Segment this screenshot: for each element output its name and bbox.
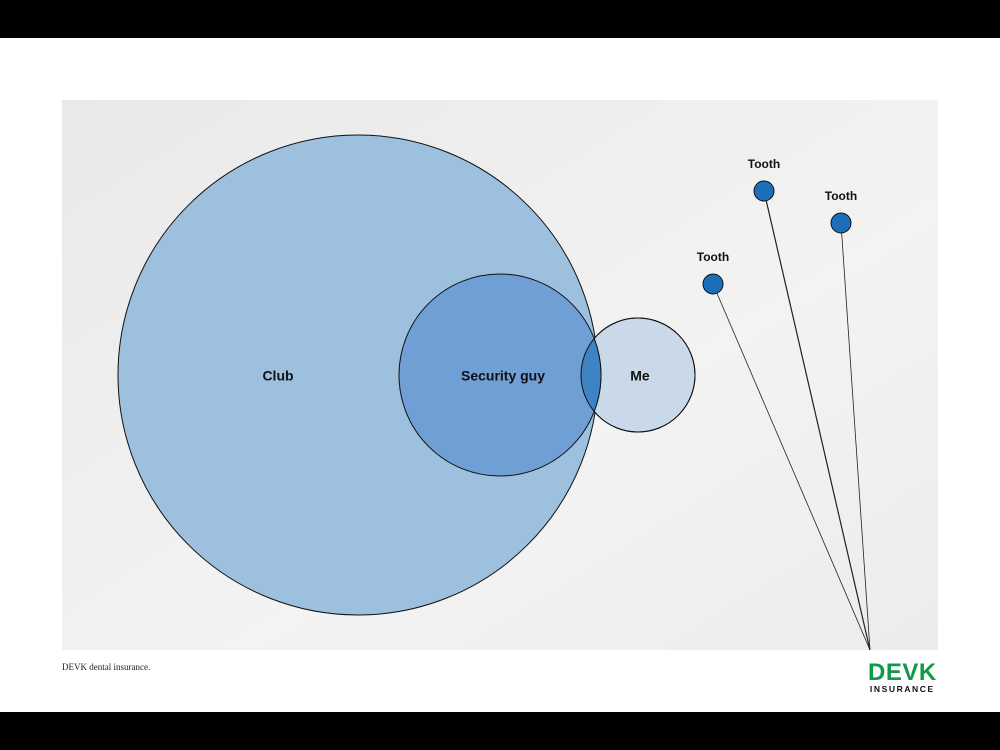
tooth-dot xyxy=(830,212,852,234)
tooth-label: Tooth xyxy=(697,250,729,264)
tooth-label: Tooth xyxy=(825,189,857,203)
tooth-line xyxy=(840,222,871,651)
logo-sub: INSURANCE xyxy=(869,684,935,694)
tagline: DEVK dental insurance. xyxy=(62,662,151,672)
security-me-overlap xyxy=(581,318,602,432)
tooth-line xyxy=(712,283,871,651)
top-letterbox-bar xyxy=(0,0,1000,38)
tooth-line xyxy=(763,190,871,651)
me-label: Me xyxy=(630,368,650,384)
security-guy-label: Security guy xyxy=(461,368,545,384)
bottom-letterbox-bar xyxy=(0,712,1000,750)
tooth-dot xyxy=(702,273,724,295)
tooth-label: Tooth xyxy=(748,157,780,171)
logo-main: DEVK xyxy=(868,659,937,686)
me-circle-outline xyxy=(580,317,696,433)
club-label: Club xyxy=(262,368,293,384)
devk-logo: DEVK INSURANCE xyxy=(868,659,937,695)
tooth-dot xyxy=(753,180,775,202)
